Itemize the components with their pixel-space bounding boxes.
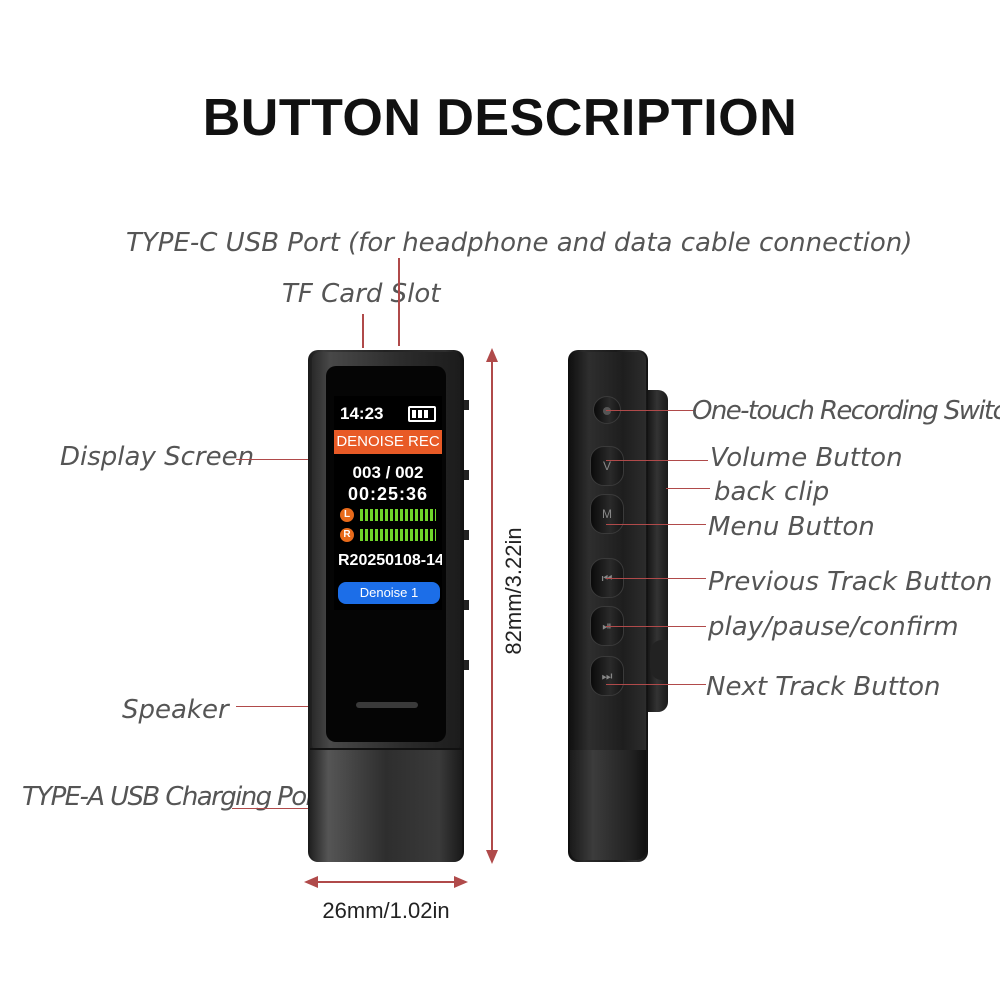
side-button-edge	[464, 600, 469, 610]
label-usb-c-port: TYPE-C USB Port (for headphone and data …	[126, 228, 913, 258]
leader-menu	[606, 524, 706, 525]
width-dimension-label: 26mm/1.02in	[322, 898, 450, 923]
label-previous-track: Previous Track Button	[708, 567, 993, 597]
back-clip-notch	[650, 640, 668, 680]
side-button-edge	[464, 470, 469, 480]
speaker-grille	[356, 702, 418, 708]
label-tf-card-slot: TF Card Slot	[282, 279, 441, 309]
label-speaker: Speaker	[122, 695, 229, 725]
usb-a-cap	[310, 748, 462, 862]
label-menu-button: Menu Button	[708, 512, 875, 542]
menu-button: M	[590, 494, 624, 534]
label-record-switch: One-touch Recording Switch	[692, 396, 1000, 426]
height-dimension-label: 82mm/3.22in	[501, 527, 526, 655]
leader-previous	[606, 578, 706, 579]
leader-next	[606, 684, 706, 685]
leader-usb-c	[398, 258, 400, 346]
leader-speaker	[236, 706, 360, 707]
label-display-screen: Display Screen	[60, 442, 255, 472]
leader-play	[606, 626, 706, 627]
rec-mode-banner: DENOISE REC	[334, 430, 442, 454]
next-track-button: ⏭	[590, 656, 624, 696]
right-level-meter	[360, 529, 436, 541]
leader-volume	[606, 460, 708, 461]
screen-time: 14:23	[340, 404, 384, 423]
label-back-clip: back clip	[714, 477, 830, 507]
side-button-edge	[464, 400, 469, 410]
label-usb-a-port: TYPE-A USB Charging Port	[22, 782, 325, 812]
height-dimension-arrow	[486, 348, 498, 864]
left-level-meter	[360, 509, 436, 521]
device-side-cap	[570, 750, 646, 860]
leader-clip	[666, 488, 710, 489]
label-volume-button: Volume Button	[710, 443, 903, 473]
denoise-level-pill: Denoise 1	[338, 582, 440, 604]
battery-icon	[408, 406, 436, 422]
left-channel-badge: L	[340, 508, 354, 522]
leader-tf-card	[362, 314, 364, 348]
back-clip	[646, 390, 668, 712]
leader-display	[236, 459, 336, 460]
width-dimension-arrow	[304, 876, 468, 888]
label-next-track: Next Track Button	[706, 672, 941, 702]
label-play-pause: play/pause/confirm	[708, 612, 959, 642]
recording-filename: R20250108-14	[338, 552, 442, 569]
page-title: BUTTON DESCRIPTION	[202, 89, 798, 147]
side-button-edge	[464, 660, 469, 670]
side-button-edge	[464, 530, 469, 540]
elapsed-time: 00:25:36	[347, 484, 429, 504]
volume-button: V	[590, 446, 624, 486]
track-counter: 003 / 002	[352, 463, 424, 482]
right-channel-badge: R	[340, 528, 354, 542]
leader-usb-a	[232, 808, 354, 809]
leader-record-switch	[606, 410, 696, 411]
